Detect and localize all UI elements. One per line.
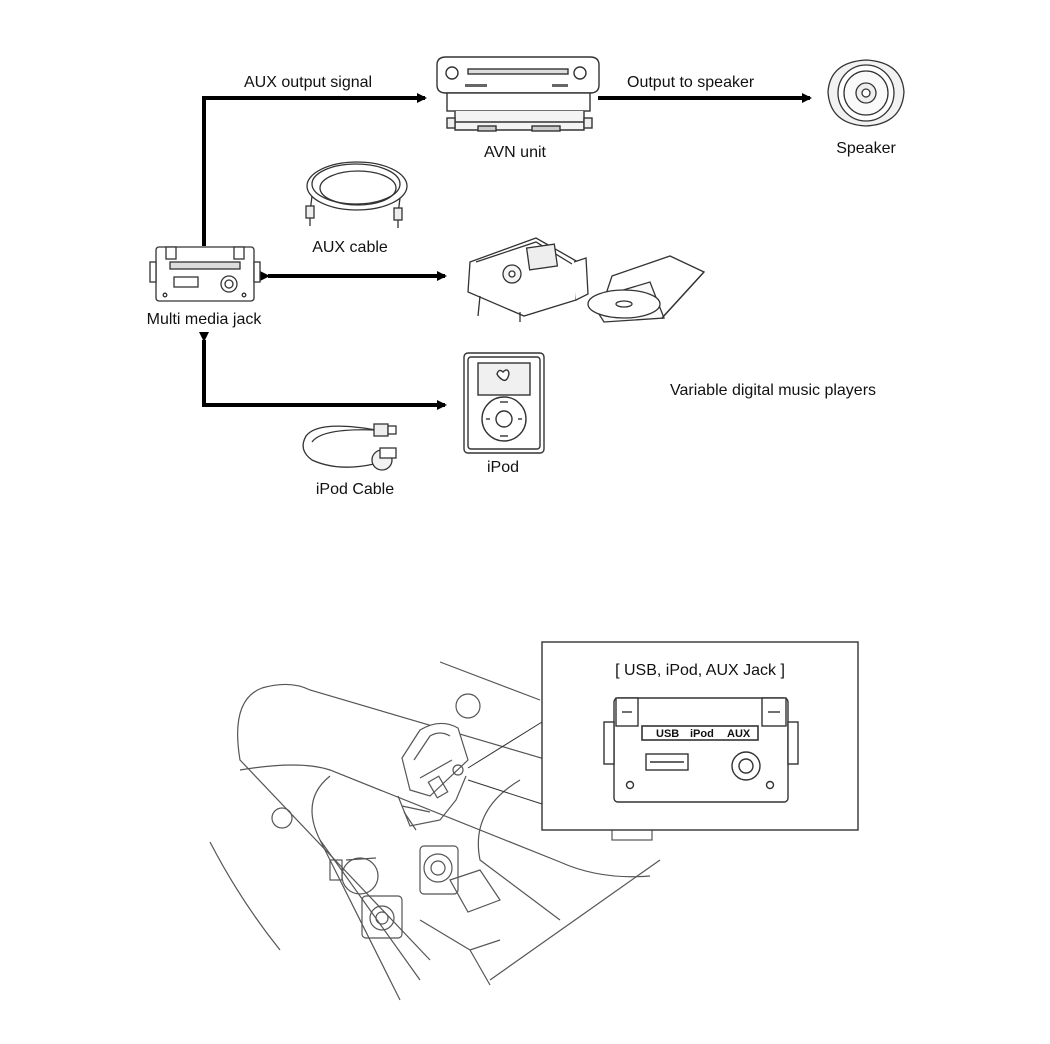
console-jack-icon	[209, 661, 661, 1001]
label-multi-media-jack: Multi media jack	[146, 311, 262, 328]
aux-cable-icon	[305, 161, 408, 228]
cd-player-icon	[587, 255, 706, 323]
arrow-ipod	[199, 332, 447, 410]
inset-leader-lines	[467, 721, 543, 805]
speaker-icon	[827, 59, 905, 127]
port-label-aux: AUX	[727, 728, 751, 740]
avn-unit-icon	[436, 56, 600, 132]
port-label-ipod: iPod	[690, 728, 714, 740]
ipod-icon	[463, 352, 545, 454]
label-avn-unit: AVN unit	[484, 144, 546, 161]
inset-jack-icon	[603, 697, 799, 803]
label-output-to-speaker: Output to speaker	[627, 74, 755, 91]
label-aux-cable: AUX cable	[312, 239, 388, 256]
connection-arrows	[199, 93, 812, 410]
port-label-usb: USB	[656, 728, 679, 740]
label-ipod-cable: iPod Cable	[315, 481, 395, 498]
label-aux-output-signal: AUX output signal	[244, 74, 373, 91]
label-variable-players: Variable digital music players	[670, 382, 877, 399]
multi-media-jack-icon	[149, 246, 261, 302]
ipod-cable-icon	[302, 423, 397, 471]
label-speaker: Speaker	[836, 140, 896, 157]
arrow-aux-output	[202, 93, 427, 246]
label-ipod: iPod	[486, 459, 520, 476]
mp3-player-icon	[467, 237, 589, 322]
label-inset-title: [ USB, iPod, AUX Jack ]	[615, 662, 785, 679]
